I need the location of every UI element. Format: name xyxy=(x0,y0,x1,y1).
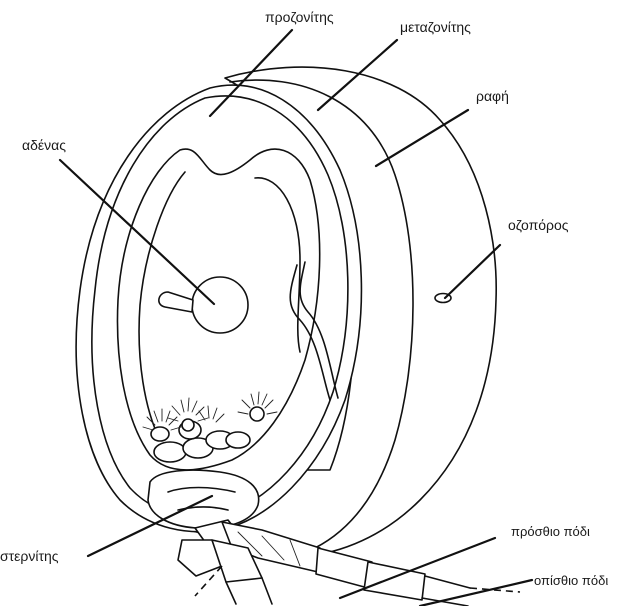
label-sternite: στερνίτης xyxy=(0,549,59,563)
label-posterior-leg: οπίσθιο πόδι xyxy=(534,574,608,587)
label-ozopore: οζοπόρος xyxy=(508,218,569,232)
label-suture: ραφή xyxy=(476,89,509,103)
label-metazonite: μεταζονίτης xyxy=(400,20,471,34)
gland-body xyxy=(192,277,248,333)
leader-posterior-leg xyxy=(420,580,532,606)
label-anterior-leg: πρόσθιο πόδι xyxy=(511,525,590,538)
label-gland: αδένας xyxy=(22,138,66,152)
label-prozonite: προζονίτης xyxy=(265,10,334,24)
